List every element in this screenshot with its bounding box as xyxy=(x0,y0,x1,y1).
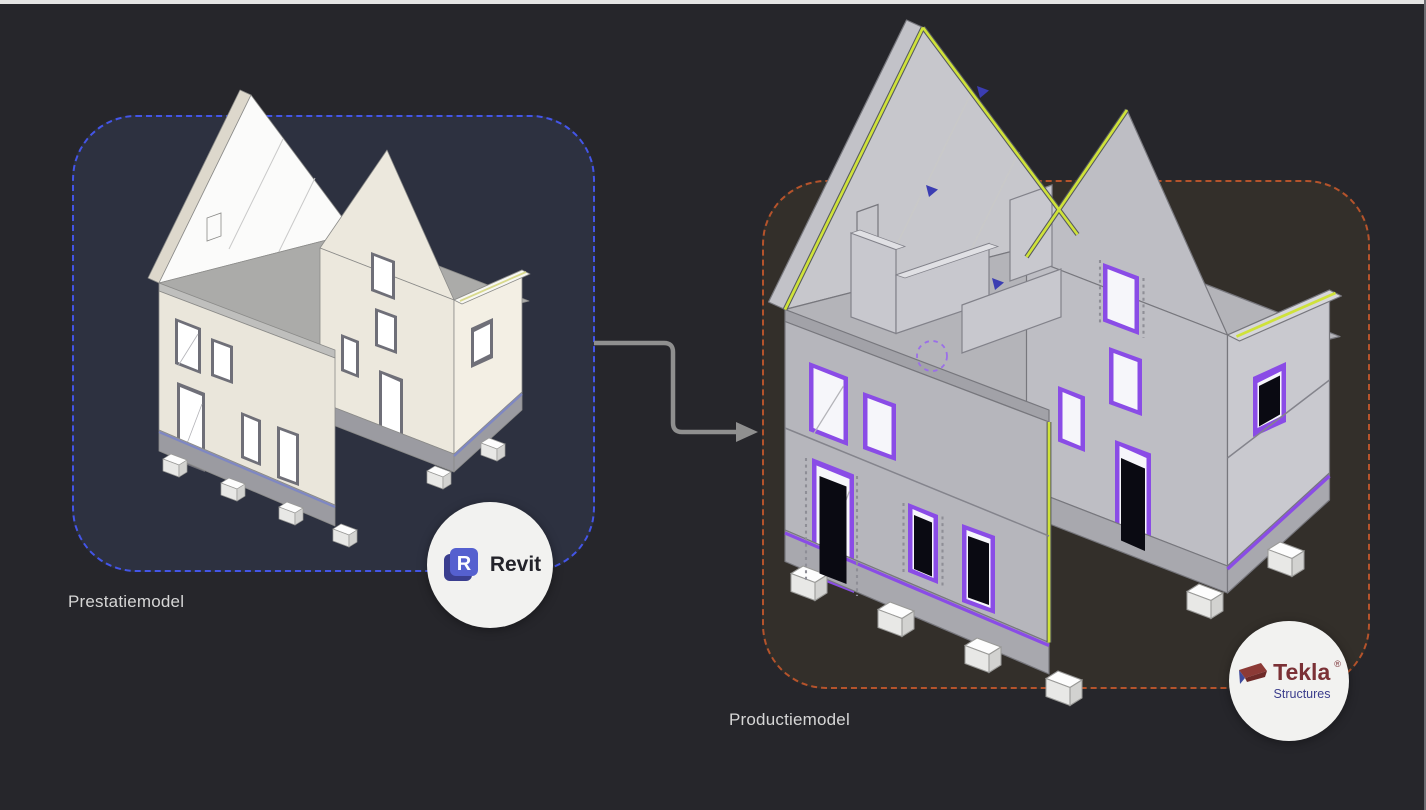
right-edge-strip xyxy=(1424,0,1426,810)
tekla-model xyxy=(766,18,1344,708)
tekla-name: Tekla xyxy=(1273,659,1331,685)
svg-text:R: R xyxy=(457,553,472,575)
tekla-logo-icon xyxy=(1239,663,1268,684)
revit-model xyxy=(146,88,532,549)
revit-badge-label: Revit xyxy=(489,553,542,576)
dark-openings xyxy=(819,375,1280,605)
tekla-structures: Structures xyxy=(1273,687,1331,701)
flow-arrow xyxy=(594,340,758,442)
revit-badge: R Revit xyxy=(427,502,553,628)
top-strip xyxy=(0,0,1426,4)
tekla-badge: Tekla ® Structures xyxy=(1229,621,1349,741)
target-label: Productiemodel xyxy=(729,710,850,729)
interior-partitions xyxy=(849,184,1062,354)
tekla-reg-mark: ® xyxy=(1334,659,1341,669)
source-label: Prestatiemodel xyxy=(68,592,185,611)
reference-circle xyxy=(916,340,948,372)
revit-logo-icon: R xyxy=(443,548,478,581)
